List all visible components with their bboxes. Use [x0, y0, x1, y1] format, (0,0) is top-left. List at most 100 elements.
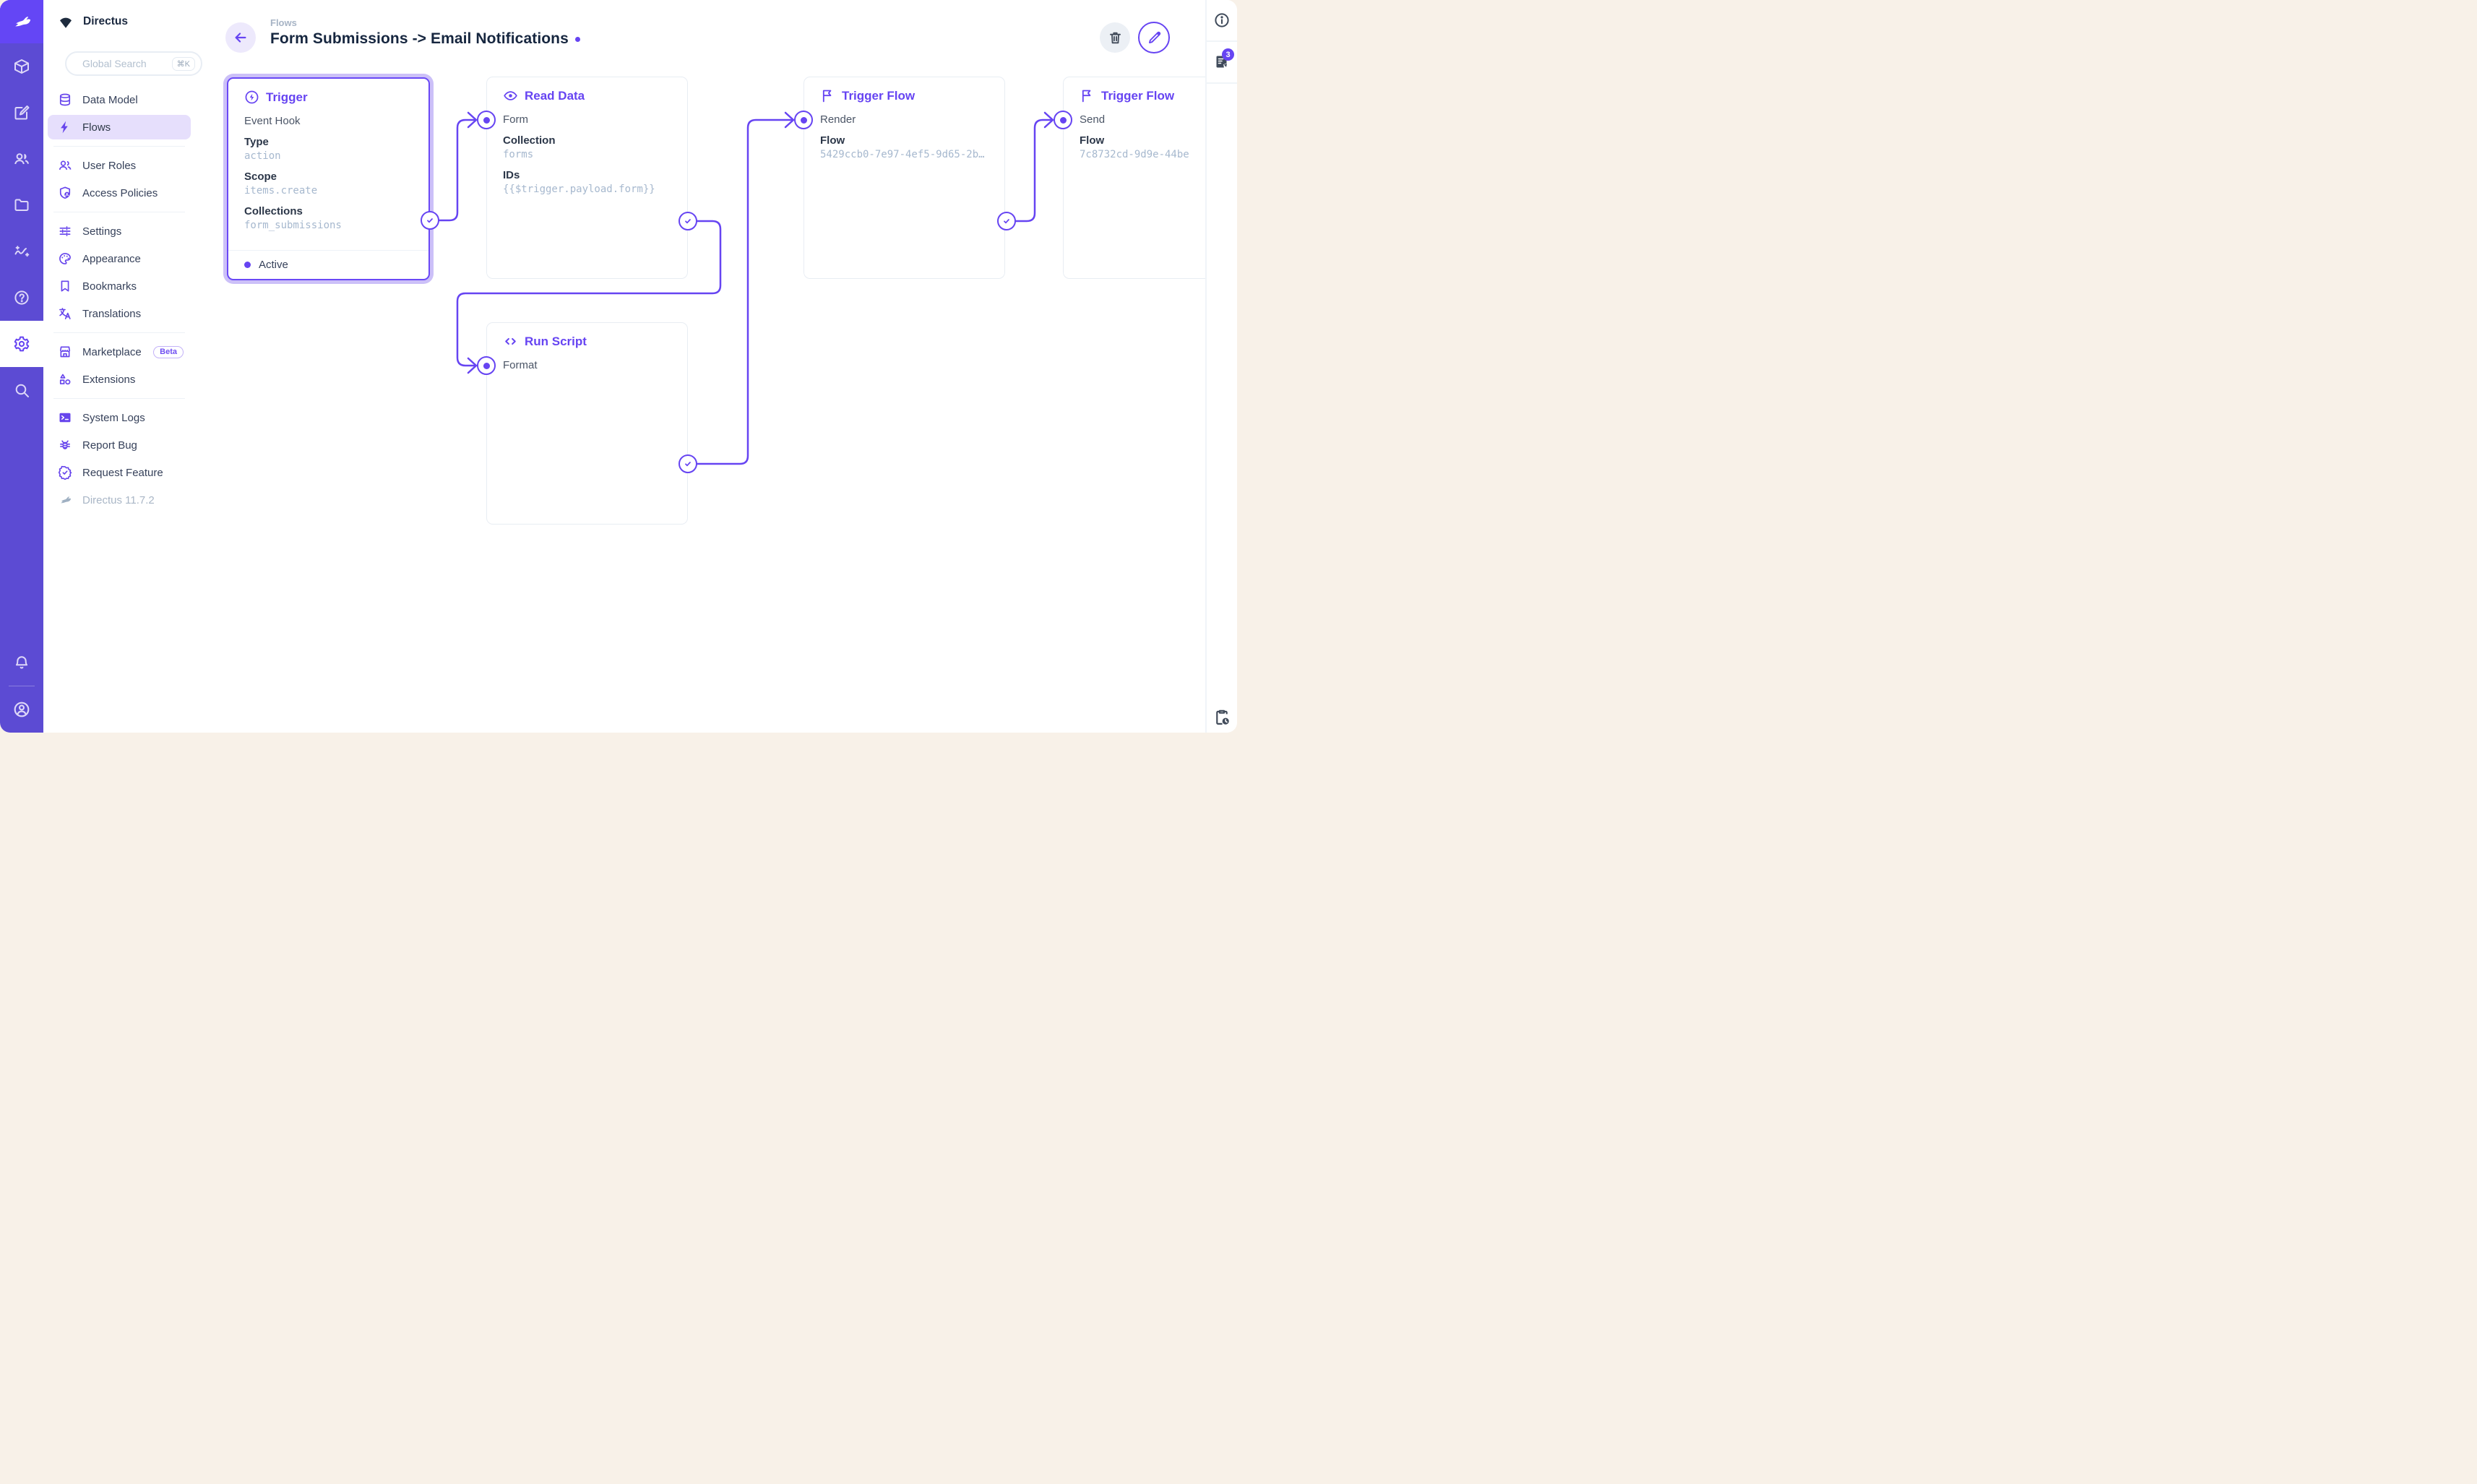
module-content[interactable]	[0, 43, 43, 90]
info-sidebar-button[interactable]	[1207, 0, 1237, 42]
bookmark-icon	[58, 279, 72, 293]
database-icon	[58, 92, 72, 107]
nav-list: Data Model Flows User Roles Access Polic…	[48, 87, 191, 515]
search-input[interactable]	[82, 58, 155, 69]
module-users[interactable]	[0, 136, 43, 182]
nav-item-user-roles[interactable]: User Roles	[48, 153, 191, 178]
operation-name: Render	[820, 113, 856, 126]
module-bar-bottom	[0, 639, 43, 733]
code-icon	[503, 334, 518, 349]
nav-item-label: Report Bug	[82, 439, 137, 452]
status-text: Active	[259, 259, 288, 271]
resolve-point-trigger-flow-render[interactable]	[997, 212, 1016, 230]
nav-item-marketplace[interactable]: Marketplace Beta	[48, 340, 191, 364]
panel-trigger-flow-render[interactable]: Trigger Flow Render Flow 5429ccb0-7e97-4…	[804, 77, 1005, 279]
logs-count-badge: 3	[1222, 48, 1234, 61]
resolve-point-read-data[interactable]	[679, 212, 697, 230]
nav-sidebar: Directus ⌘K Data Model Flows User Roles …	[43, 0, 202, 733]
module-docs[interactable]	[0, 275, 43, 321]
bug-icon	[58, 438, 72, 452]
status-bar: Active	[228, 250, 428, 279]
nav-item-system-logs[interactable]: System Logs	[48, 405, 191, 430]
input-point-trigger-flow-send[interactable]	[1054, 111, 1072, 129]
page-title: Form Submissions -> Email Notifications	[270, 30, 569, 47]
resolve-point-run-script[interactable]	[679, 454, 697, 473]
nav-item-translations[interactable]: Translations	[48, 301, 191, 326]
field-value: 7c8732cd-9d9e-44be	[1080, 149, 1189, 160]
app-window: Flows Form Submissions -> Email Notifica…	[0, 0, 1237, 733]
field-value: items.create	[244, 185, 318, 197]
project-name: Directus	[83, 14, 129, 27]
field-value: action	[244, 150, 281, 162]
edit-flow-button[interactable]	[1138, 22, 1170, 53]
nav-item-bookmarks[interactable]: Bookmarks	[48, 274, 191, 298]
flag-icon	[1080, 88, 1095, 103]
operation-name: Send	[1080, 113, 1106, 126]
field-label: Collection	[503, 134, 556, 147]
panel-type-label: Read Data	[525, 88, 585, 103]
unsaved-dot	[574, 36, 580, 42]
nav-item-version: Directus 11.7.2	[48, 488, 191, 512]
directus-rabbit-icon	[11, 11, 33, 33]
flag-icon	[820, 88, 835, 103]
nav-item-appearance[interactable]: Appearance	[48, 246, 191, 271]
nav-item-access-policies[interactable]: Access Policies	[48, 181, 191, 205]
shapes-icon	[58, 372, 72, 387]
nav-item-label: System Logs	[82, 411, 145, 424]
global-search[interactable]: ⌘K	[65, 51, 202, 76]
nav-item-label: Data Model	[82, 93, 138, 106]
field-label: Collections	[244, 205, 303, 217]
panel-read-data[interactable]: Read Data Form Collection forms IDs {{$t…	[486, 77, 688, 279]
input-point-trigger-flow-render[interactable]	[794, 111, 813, 129]
folder-icon	[13, 197, 30, 214]
panel-type-label: Trigger	[266, 90, 308, 104]
module-bar	[0, 0, 43, 733]
logs-sidebar-button[interactable]: 3	[1207, 42, 1237, 84]
field-label: Type	[244, 136, 269, 148]
breadcrumb[interactable]: Flows	[270, 17, 297, 28]
user-menu-button[interactable]	[0, 686, 43, 733]
people-icon	[13, 150, 30, 168]
nav-item-settings[interactable]: Settings	[48, 219, 191, 243]
nav-item-flows[interactable]: Flows	[48, 115, 191, 139]
field-value: 5429ccb0-7e97-4ef5-9d65-2b…	[820, 149, 985, 160]
panel-trigger-header: Trigger	[244, 90, 413, 105]
palette-icon	[58, 251, 72, 266]
bolt-circle-icon	[244, 90, 259, 105]
bell-icon	[13, 654, 30, 671]
nav-item-request-feature[interactable]: Request Feature	[48, 460, 191, 485]
panel-type-label: Run Script	[525, 334, 587, 348]
directus-rabbit-gray-icon	[58, 493, 72, 507]
shortcut-chip: ⌘K	[171, 56, 195, 71]
panel-run-script-header: Run Script	[503, 334, 671, 349]
module-search[interactable]	[0, 367, 43, 413]
module-insights[interactable]	[0, 228, 43, 275]
panel-trigger[interactable]: Trigger Event Hook Type action Scope ite…	[227, 77, 430, 280]
gear-icon	[13, 335, 30, 353]
search-icon	[13, 381, 30, 399]
notifications-button[interactable]	[0, 639, 43, 686]
field-label: Flow	[820, 134, 845, 147]
directus-logo-tile[interactable]	[0, 0, 43, 43]
module-editor[interactable]	[0, 90, 43, 136]
project-row[interactable]: Directus	[43, 0, 195, 33]
module-files[interactable]	[0, 182, 43, 228]
panel-read-data-header: Read Data	[503, 88, 671, 103]
resolve-point-trigger[interactable]	[421, 211, 439, 230]
version-label: Directus 11.7.2	[82, 493, 155, 506]
panel-run-script[interactable]: Run Script Format	[486, 322, 688, 525]
field-label: Flow	[1080, 134, 1105, 147]
nav-item-extensions[interactable]: Extensions	[48, 367, 191, 392]
input-point-read-data[interactable]	[477, 111, 496, 129]
back-button[interactable]	[225, 22, 256, 53]
nav-item-report-bug[interactable]: Report Bug	[48, 433, 191, 457]
flow-runs-button[interactable]	[1207, 708, 1237, 727]
panel-trigger-flow-header: Trigger Flow	[1080, 88, 1237, 103]
operation-name: Event Hook	[244, 115, 301, 127]
delete-flow-button[interactable]	[1100, 22, 1130, 53]
nav-item-data-model[interactable]: Data Model	[48, 87, 191, 112]
input-point-run-script[interactable]	[477, 356, 496, 375]
nav-item-label: Request Feature	[82, 466, 163, 479]
module-settings[interactable]	[0, 321, 43, 367]
shield-user-icon	[58, 186, 72, 200]
